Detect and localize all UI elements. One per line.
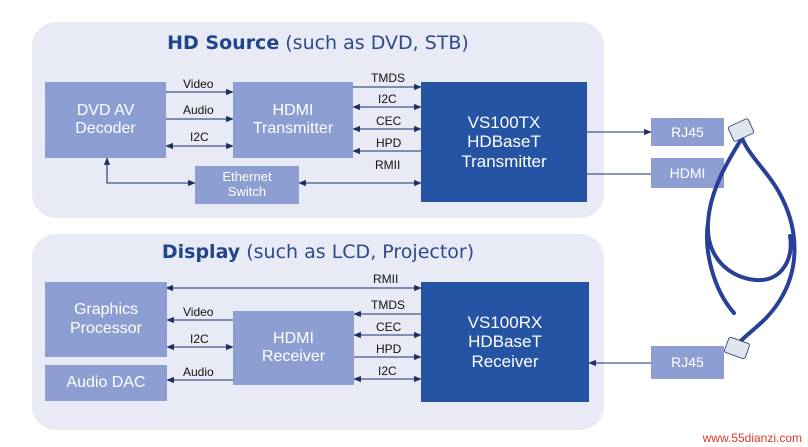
label-cec-tx: CEC <box>376 114 402 128</box>
audio-dac-block: Audio DAC <box>45 365 167 401</box>
hdmi-transmitter-block: HDMI Transmitter <box>233 82 353 158</box>
watermark-text: www.55dianzi.com <box>702 431 802 445</box>
label-rmii-rx: RMII <box>373 272 399 286</box>
hdmi-tx-port: HDMI <box>651 158 724 188</box>
label-video-tx: Video <box>183 77 214 91</box>
dvd-av-decoder-block: DVD AV Decoder <box>45 82 166 158</box>
label-i2c-rx: I2C <box>378 364 397 378</box>
rj45-tx-port: RJ45 <box>651 118 724 146</box>
vs100rx-block: VS100RX HDBaseT Receiver <box>421 282 589 402</box>
vs100tx-block: VS100TX HDBaseT Transmitter <box>421 82 587 202</box>
label-i2c-tx: I2C <box>378 92 397 106</box>
label-tmds-rx: TMDS <box>371 298 405 312</box>
label-rmii-tx: RMII <box>375 158 401 172</box>
label-i2c-tx-left: I2C <box>190 130 209 144</box>
label-i2c-rx-left: I2C <box>190 332 209 346</box>
decoder-switch-line <box>103 157 196 187</box>
ethernet-switch-block: Ethernet Switch <box>195 166 299 204</box>
label-cec-rx: CEC <box>376 320 402 334</box>
label-audio-rx: Audio <box>183 365 214 379</box>
ethernet-cable-icon <box>705 118 797 360</box>
label-audio-tx: Audio <box>183 103 214 117</box>
graphics-processor-block: Graphics Processor <box>45 282 167 357</box>
display-title: Display (such as LCD, Projector) <box>161 241 475 263</box>
label-hpd-tx: HPD <box>376 136 402 150</box>
hd-source-title: HD Source (such as DVD, STB) <box>167 32 469 54</box>
rj45-rx-port: RJ45 <box>651 346 724 379</box>
hdmi-receiver-block: HDMI Receiver <box>233 311 354 385</box>
label-video-rx: Video <box>183 305 214 319</box>
label-hpd-rx: HPD <box>376 342 402 356</box>
label-tmds-tx: TMDS <box>371 71 405 85</box>
